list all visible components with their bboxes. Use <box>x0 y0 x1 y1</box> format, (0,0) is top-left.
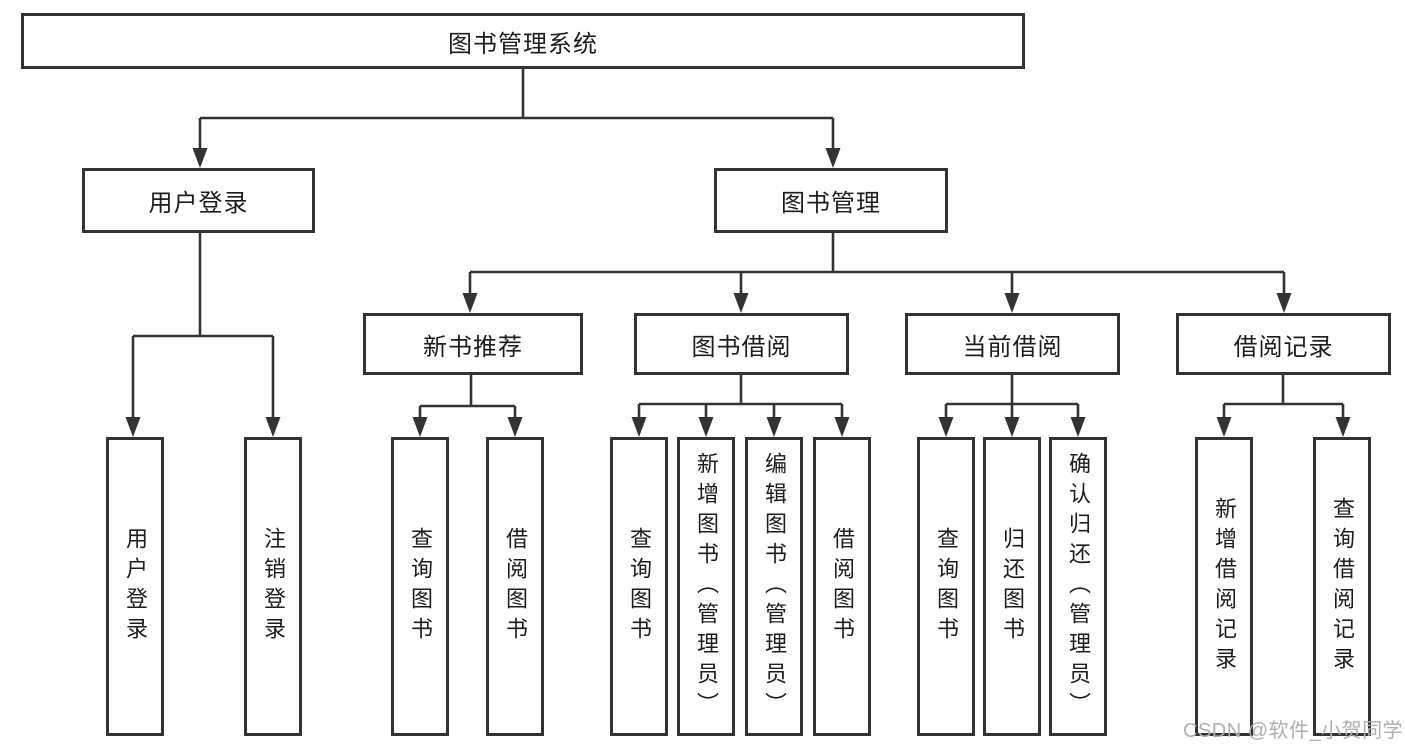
connector-root-to-level2 <box>198 69 835 150</box>
node-new-book-recommend: 新书推荐 <box>363 313 583 375</box>
node-user-login-module: 用户登录 <box>82 168 315 233</box>
connector-newbook-to-leaves <box>418 375 517 419</box>
leaf-query-borrow-record: 查询借阅记录 <box>1313 437 1371 736</box>
connector-records-to-leaves <box>1222 375 1345 419</box>
leaf-return-book: 归还图书 <box>983 437 1041 736</box>
node-book-borrowing: 图书借阅 <box>634 313 849 375</box>
node-root-system: 图书管理系统 <box>21 13 1025 69</box>
leaf-borrow-books-1: 借阅图书 <box>486 437 544 736</box>
leaf-query-books-3: 查询图书 <box>917 437 975 736</box>
leaf-borrow-books-2: 借阅图书 <box>813 437 871 736</box>
node-borrowing-records: 借阅记录 <box>1176 313 1391 375</box>
connector-borrow-to-leaves <box>637 375 844 419</box>
leaf-query-books-2: 查询图书 <box>610 437 668 736</box>
leaf-query-books-1: 查询图书 <box>391 437 449 736</box>
connector-current-to-leaves <box>944 375 1080 419</box>
connector-bookmgmt-to-level3 <box>468 233 1286 295</box>
leaf-add-borrow-record: 新增借阅记录 <box>1195 437 1253 736</box>
node-book-management-module: 图书管理 <box>714 168 948 233</box>
csdn-watermark: CSDN @软件_小贺同学 <box>1183 720 1404 742</box>
leaf-confirm-return-admin: 确认归还（管理员） <box>1049 437 1107 736</box>
leaf-user-login: 用户登录 <box>106 437 164 736</box>
leaf-edit-book-admin: 编辑图书（管理员） <box>745 437 803 736</box>
connector-userlogin-to-leaves <box>131 233 275 419</box>
leaf-add-book-admin: 新增图书（管理员） <box>677 437 735 736</box>
leaf-logout: 注销登录 <box>244 437 302 736</box>
node-current-borrowing: 当前借阅 <box>905 313 1120 375</box>
